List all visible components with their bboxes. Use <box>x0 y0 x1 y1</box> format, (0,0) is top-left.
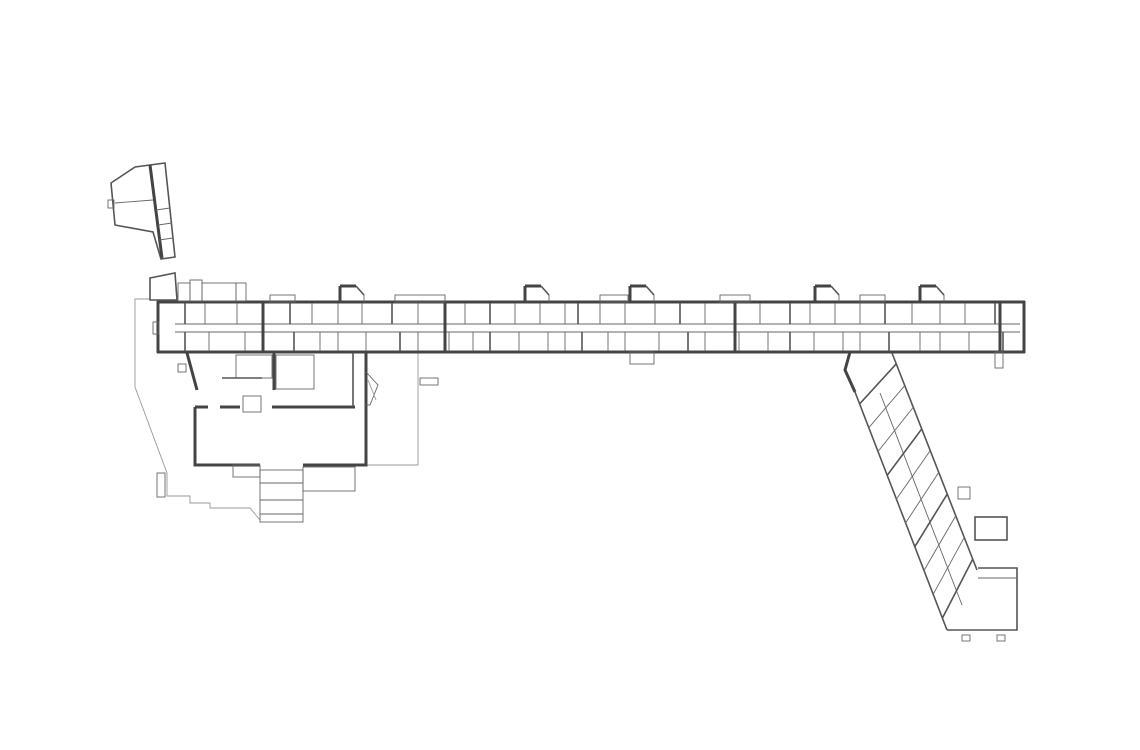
wall-line <box>886 428 923 476</box>
wall-line <box>868 385 906 428</box>
wall-line <box>905 472 940 524</box>
wall-line <box>645 285 655 296</box>
wall-line <box>877 406 914 452</box>
main-wing <box>149 272 1026 369</box>
wall-line <box>941 558 974 619</box>
site-outline <box>134 298 439 521</box>
southeast-wing <box>843 351 1018 642</box>
south-hall <box>177 352 379 523</box>
wall-line <box>859 363 897 405</box>
wall-line <box>935 285 945 296</box>
wall-line <box>896 450 931 500</box>
wall-line <box>830 285 840 296</box>
wall-line <box>923 515 957 571</box>
wall-line <box>540 285 550 296</box>
detached-building <box>107 162 176 260</box>
wall-line <box>914 493 948 548</box>
wall-line <box>355 285 365 296</box>
wall-line <box>932 537 965 595</box>
